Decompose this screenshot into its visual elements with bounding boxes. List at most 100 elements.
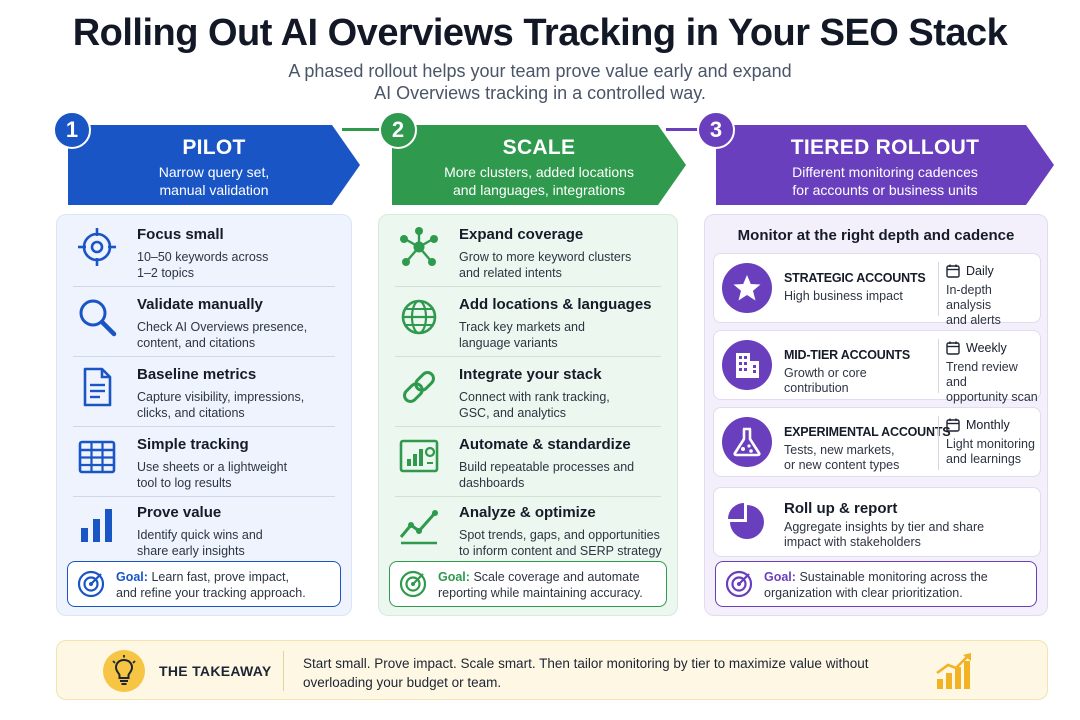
- tier-note: Light monitoring and learnings: [946, 437, 1035, 467]
- tiered-goal: Goal: Sustainable monitoring across the …: [715, 561, 1037, 607]
- tier-name: STRATEGIC ACCOUNTS: [784, 271, 926, 285]
- item-title: Analyze & optimize: [459, 504, 596, 521]
- item-text-line: 10–50 keywords across: [137, 250, 269, 264]
- item-text-line: content, and citations: [137, 336, 256, 350]
- pilot-panel: Focus small 10–50 keywords across 1–2 to…: [56, 214, 352, 616]
- rollup-desc-line: Aggregate insights by tier and share: [784, 520, 985, 534]
- tier-note: Trend review and opportunity scan: [946, 360, 1040, 405]
- item-text-line: Track key markets and: [459, 320, 585, 334]
- phase-3-title: TIERED ROLLOUT: [790, 136, 980, 159]
- target-icon: [78, 228, 116, 266]
- banner-subtitle-line: Narrow query set,: [158, 164, 270, 180]
- item-text-line: to inform content and SERP strategy: [459, 544, 662, 558]
- phase-1-banner: PILOT Narrow query set, manual validatio…: [68, 125, 360, 205]
- rollup-title: Roll up & report: [784, 500, 898, 517]
- phase-2-number: 2: [379, 111, 417, 149]
- page-subtitle: A phased rollout helps your team prove v…: [0, 60, 1080, 104]
- item-text-line: share early insights: [137, 544, 245, 558]
- divider: [283, 651, 284, 691]
- trend-line-icon: [399, 510, 438, 545]
- phase-2-banner: SCALE More clusters, added locations and…: [392, 125, 686, 205]
- item-title: Baseline metrics: [137, 366, 257, 383]
- scale-panel: Expand coverage Grow to more keyword clu…: [378, 214, 678, 616]
- item-text: Connect with rank tracking, GSC, and ana…: [459, 389, 610, 421]
- tier-frequency: Weekly: [966, 341, 1007, 355]
- item-text-line: dashboards: [459, 476, 525, 490]
- pilot-item-tracking: Simple tracking Use sheets or a lightwei…: [57, 427, 351, 497]
- item-text: Grow to more keyword clusters and relate…: [459, 249, 631, 281]
- tier-desc-line: Tests, new markets,: [784, 443, 895, 457]
- item-text: Track key markets and language variants: [459, 319, 585, 351]
- item-title: Prove value: [137, 504, 222, 521]
- goal-line-text: Sustainable monitoring across the: [799, 570, 988, 584]
- phase-2-subtitle: More clusters, added locations and langu…: [392, 163, 686, 199]
- building-icon: [736, 353, 759, 378]
- rollup-report: Roll up & report Aggregate insights by t…: [713, 487, 1041, 557]
- tier-note-line: In-depth analysis: [946, 283, 992, 312]
- phase-1-number: 1: [53, 111, 91, 149]
- banner-subtitle-line: manual validation: [159, 182, 269, 198]
- goal-target-icon: [725, 570, 753, 598]
- growth-chart-icon: [936, 653, 971, 689]
- subtitle-line: AI Overviews tracking in a controlled wa…: [374, 83, 706, 103]
- pilot-goal: Goal: Learn fast, prove impact, and refi…: [67, 561, 341, 607]
- goal-label: Goal:: [764, 570, 796, 584]
- banner-subtitle-line: for accounts or business units: [792, 182, 978, 198]
- item-text: Build repeatable processes and dashboard…: [459, 459, 634, 491]
- banner-subtitle-line: and languages, integrations: [452, 182, 626, 198]
- divider: [395, 496, 661, 497]
- tiered-panel: Monitor at the right depth and cadence S…: [704, 214, 1048, 616]
- pie-chart-icon: [728, 503, 764, 539]
- grid-table-icon: [78, 440, 116, 474]
- goal-line: organization with clear prioritization.: [764, 586, 963, 600]
- item-text-line: Connect with rank tracking,: [459, 390, 610, 404]
- takeaway-line: Start small. Prove impact. Scale smart. …: [303, 656, 869, 671]
- scale-item-expand: Expand coverage Grow to more keyword clu…: [379, 217, 677, 287]
- phase-3-number: 3: [697, 111, 735, 149]
- goal-line: Goal: Scale coverage and automate: [438, 569, 660, 585]
- divider: [395, 356, 661, 357]
- tier-desc-line: Growth or core: [784, 366, 867, 380]
- goal-line: reporting while maintaining accuracy.: [438, 586, 643, 600]
- network-icon: [400, 227, 438, 266]
- tier-desc-line: or new content types: [784, 458, 900, 472]
- divider: [938, 416, 939, 470]
- item-title: Focus small: [137, 226, 224, 243]
- tier-icon-circle: [722, 417, 772, 467]
- divider: [73, 356, 335, 357]
- item-text: Check AI Overviews presence, content, an…: [137, 319, 307, 351]
- tier-note-line: Light monitoring: [946, 437, 1035, 451]
- item-title: Automate & standardize: [459, 436, 631, 453]
- tier-name: MID-TIER ACCOUNTS: [784, 348, 910, 362]
- takeaway-box: THE TAKEAWAY Start small. Prove impact. …: [56, 640, 1048, 700]
- item-title: Simple tracking: [137, 436, 249, 453]
- item-text-line: Identify quick wins and: [137, 528, 263, 542]
- item-text-line: Build repeatable processes and: [459, 460, 635, 474]
- item-text-line: Check AI Overviews presence,: [137, 320, 308, 334]
- item-text: 10–50 keywords across 1–2 topics: [137, 249, 268, 281]
- item-text: Capture visibility, impressions, clicks,…: [137, 389, 304, 421]
- calendar-icon: [946, 264, 960, 278]
- lightbulb-icon: [112, 655, 136, 685]
- star-icon: [733, 275, 761, 301]
- tier-frequency: Daily: [966, 264, 994, 278]
- calendar-icon: [946, 418, 960, 432]
- pilot-item-focus-small: Focus small 10–50 keywords across 1–2 to…: [57, 217, 351, 287]
- goal-line: Goal: Sustainable monitoring across the: [764, 569, 1030, 585]
- goal-label: Goal:: [438, 570, 470, 584]
- tier-experimental: EXPERIMENTAL ACCOUNTS Tests, new markets…: [713, 407, 1041, 477]
- pilot-item-validate: Validate manually Check AI Overviews pre…: [57, 287, 351, 357]
- phase-1-title: PILOT: [182, 136, 246, 159]
- phase-1-subtitle: Narrow query set, manual validation: [68, 163, 360, 199]
- rollup-desc-line: impact with stakeholders: [784, 535, 921, 549]
- goal-line-text: Scale coverage and automate: [473, 570, 640, 584]
- goal-target-icon: [77, 570, 105, 598]
- tier-desc: Tests, new markets, or new content types: [784, 443, 899, 473]
- item-text-line: and related intents: [459, 266, 562, 280]
- tier-strategic: STRATEGIC ACCOUNTS High business impact …: [713, 253, 1041, 327]
- goal-text: Goal: Learn fast, prove impact, and refi…: [116, 569, 334, 601]
- tier-desc: High business impact: [784, 289, 903, 304]
- dashboard-icon: [399, 439, 439, 473]
- goal-label: Goal:: [116, 570, 148, 584]
- tier-desc-line: High business impact: [784, 289, 903, 303]
